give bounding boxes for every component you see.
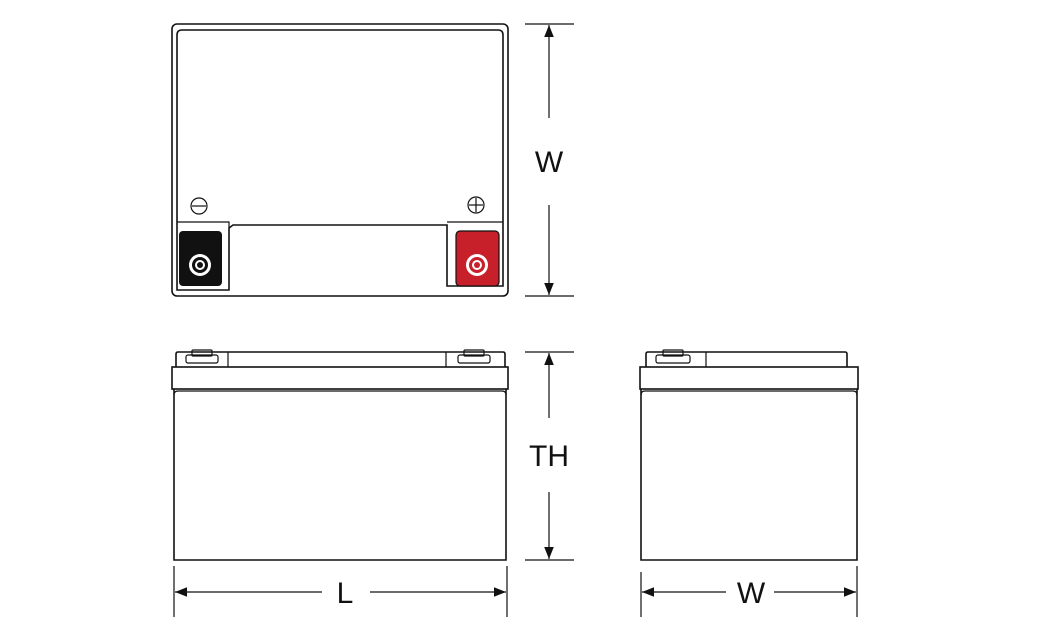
minus-icon	[190, 197, 208, 215]
side-view	[639, 349, 859, 561]
height-dimension: TH	[525, 351, 574, 561]
top-width-dimension: W	[525, 23, 574, 297]
length-label: L	[337, 577, 354, 610]
top-width-label: W	[535, 146, 564, 179]
side-width-dimension: W	[640, 566, 858, 617]
negative-terminal	[179, 231, 222, 286]
top-view-cover-edge	[177, 221, 230, 228]
top-view-inner-lid	[176, 29, 504, 291]
height-label: TH	[529, 440, 569, 473]
side-width-label: W	[737, 577, 766, 610]
plus-icon	[467, 196, 485, 214]
front-view	[171, 349, 509, 561]
length-dimension: L	[173, 566, 508, 617]
top-view	[171, 23, 509, 297]
top-view-outline	[171, 23, 509, 297]
positive-terminal	[455, 230, 500, 287]
